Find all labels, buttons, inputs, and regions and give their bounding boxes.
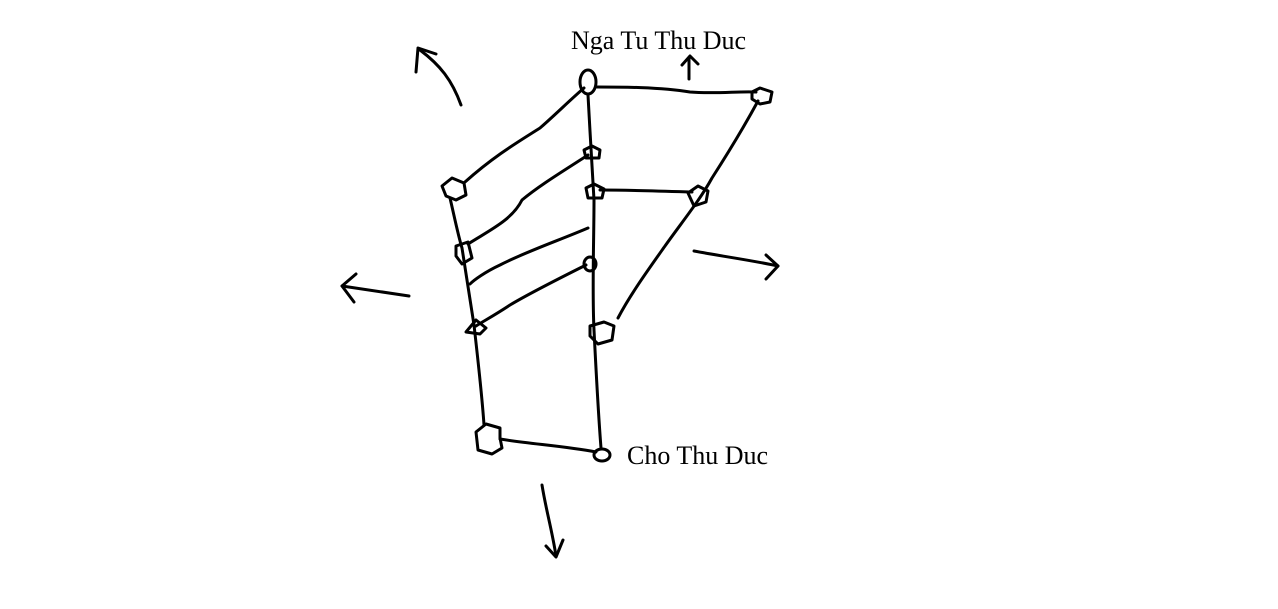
node-cho-thu-duc <box>592 447 612 463</box>
arrow-up-left <box>414 46 463 107</box>
label-nga-tu-thu-duc: Nga Tu Thu Duc <box>571 26 746 55</box>
road-diagonal-2 <box>466 153 590 246</box>
road-top-right <box>595 85 758 95</box>
node-top-right <box>750 86 774 106</box>
arrow-down <box>540 483 565 559</box>
node-left-3 <box>464 318 488 336</box>
main-road-center <box>586 93 603 450</box>
road-bottom <box>498 437 598 454</box>
node-center-bottom <box>588 320 616 346</box>
road-diagonal-4 <box>474 263 588 328</box>
arrow-up <box>680 54 700 81</box>
node-bottom-left <box>474 422 504 456</box>
node-left-2 <box>454 240 474 266</box>
node-center-2 <box>584 182 606 200</box>
node-left-top <box>440 176 468 202</box>
arrow-right <box>692 249 780 281</box>
node-nga-tu-thu-duc <box>578 68 598 96</box>
road-center-right-cross <box>598 188 694 194</box>
node-center-1 <box>582 144 602 160</box>
road-diagonal-3 <box>468 226 590 286</box>
road-left-outer <box>448 196 486 427</box>
road-diagonal-top <box>463 86 586 184</box>
road-right-diagonal <box>616 99 760 320</box>
label-cho-thu-duc: Cho Thu Duc <box>627 441 768 470</box>
node-right-middle <box>686 184 710 208</box>
node-center-3 <box>582 255 598 273</box>
arrow-left <box>340 272 411 304</box>
